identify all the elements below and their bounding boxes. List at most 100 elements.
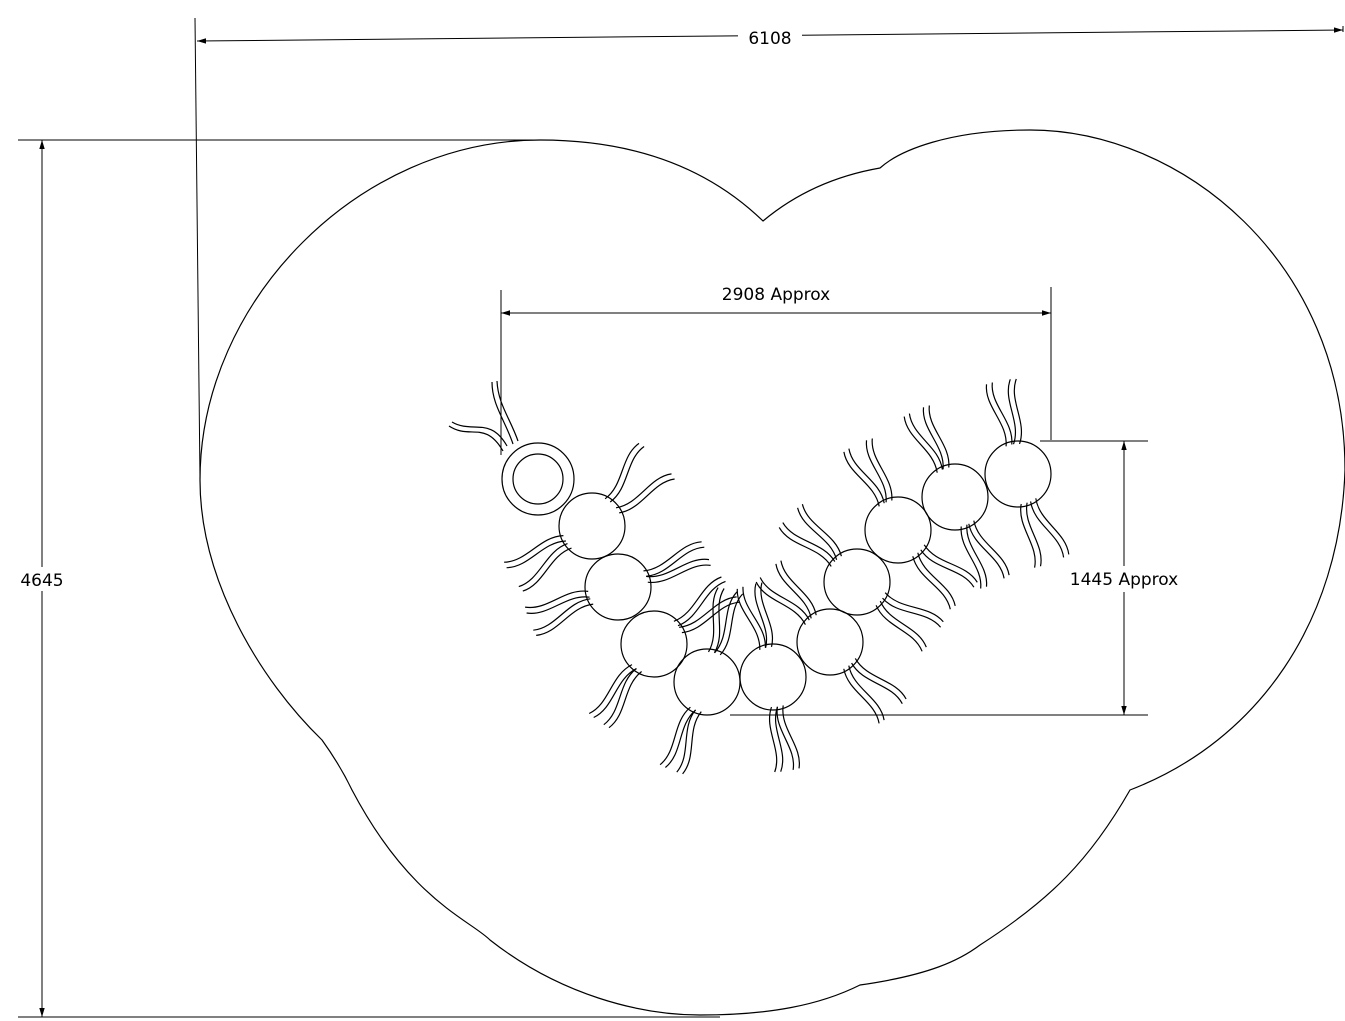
caterpillar-leg (882, 597, 942, 628)
caterpillar-leg (884, 592, 944, 623)
caterpillar-leg (801, 504, 842, 557)
caterpillar-play-feature (448, 378, 1070, 775)
caterpillar-leg (1030, 501, 1065, 558)
overall-height-label: 4645 (20, 571, 63, 591)
caterpillar-leg (875, 605, 923, 652)
body-segment (864, 496, 932, 564)
caterpillar-leg (615, 473, 672, 509)
caterpillar-leg (681, 601, 740, 634)
caterpillar-leg (603, 668, 637, 726)
caterpillar-leg (677, 580, 726, 627)
caterpillar-leg (659, 706, 691, 766)
caterpillar-leg (1013, 378, 1022, 445)
caterpillar-leg (1025, 502, 1042, 567)
surface-boundary-outline (199, 129, 1345, 1016)
caterpillar-leg (923, 544, 978, 583)
feature-height-label: 1445 Approx (1070, 570, 1178, 590)
caterpillar-leg (525, 590, 589, 609)
caterpillar-leg (522, 547, 572, 592)
caterpillar-leg (854, 658, 907, 700)
body-segment (984, 440, 1052, 508)
caterpillar-leg (526, 596, 590, 614)
caterpillar-leg (619, 478, 675, 514)
caterpillar-leg (714, 591, 738, 654)
caterpillar-leg (908, 413, 943, 470)
caterpillar-leg (775, 706, 784, 772)
caterpillar-leg (713, 588, 725, 654)
caterpillar-leg (506, 540, 566, 569)
dimension-feature-height: 1445 Approx (730, 440, 1186, 716)
caterpillar-leg (960, 526, 982, 589)
caterpillar-leg (754, 583, 768, 648)
caterpillar-leg (736, 588, 761, 650)
body-segment (796, 608, 864, 676)
caterpillar-leg (922, 407, 944, 470)
caterpillar-leg (917, 552, 956, 607)
caterpillar-leg (973, 520, 1010, 576)
head-outer-ring (501, 442, 575, 516)
caterpillar-leg (588, 664, 633, 715)
body-segment (823, 548, 891, 616)
caterpillar-leg (676, 709, 696, 773)
caterpillar-leg (643, 541, 702, 572)
width-extension-line (194, 17, 201, 481)
caterpillar-leg (985, 384, 1007, 447)
caterpillar-leg (780, 560, 817, 616)
caterpillar-leg (646, 558, 710, 578)
caterpillar-leg (848, 665, 885, 721)
caterpillar-leg (797, 507, 838, 560)
caterpillar-leg (518, 543, 568, 588)
dimension-feature-width: 2908 Approx (500, 285, 1052, 455)
caterpillar-leg (1020, 503, 1036, 568)
caterpillar-leg (991, 382, 1013, 445)
caterpillar-leg (769, 706, 778, 773)
caterpillar-leg (851, 662, 903, 704)
feature-width-label: 2908 Approx (722, 285, 830, 305)
caterpillar-leg (776, 706, 795, 770)
caterpillar-leg (912, 556, 951, 610)
caterpillar-leg (928, 405, 950, 468)
antenna-left (448, 425, 504, 452)
caterpillar-leg (920, 549, 975, 588)
antenna-top (491, 381, 514, 445)
caterpillar-leg (778, 527, 832, 567)
caterpillar-leg (608, 671, 642, 729)
antenna-top-inner (496, 380, 519, 442)
caterpillar-leg (782, 705, 800, 769)
dimension-overall-height: 4645 (16, 139, 720, 1018)
caterpillar-head (501, 442, 575, 516)
caterpillar-leg (782, 522, 836, 562)
caterpillar-leg (707, 587, 719, 653)
caterpillar-leg (604, 442, 640, 500)
caterpillar-leg (682, 711, 702, 775)
caterpillar-leg (593, 668, 637, 719)
caterpillar-leg (879, 600, 927, 648)
caterpillar-leg (1007, 379, 1016, 445)
dimension-overall-width: 6108 (194, 17, 1344, 481)
caterpillar-leg (646, 546, 705, 577)
caterpillar-leg (742, 586, 767, 648)
body-segment (558, 492, 626, 560)
caterpillar-leg (719, 593, 744, 656)
caterpillar-leg (1035, 498, 1070, 555)
caterpillar-leg (865, 440, 887, 503)
caterpillar-leg (536, 603, 594, 636)
body-segment (921, 463, 989, 531)
caterpillar-leg (755, 581, 806, 625)
body-segment (620, 610, 688, 678)
caterpillar-leg (679, 596, 737, 628)
body-segment (673, 648, 741, 716)
head-inner-ring (512, 453, 564, 505)
caterpillar-leg (533, 598, 591, 631)
caterpillar-leg (609, 446, 645, 503)
caterpillar-leg (504, 535, 564, 563)
caterpillar-leg (665, 709, 697, 768)
caterpillar-leg (903, 416, 938, 473)
antenna-left-inner (451, 421, 508, 447)
caterpillar-leg (673, 576, 722, 622)
caterpillar-leg (848, 448, 885, 504)
caterpillar-leg (871, 438, 893, 501)
body-segment (584, 553, 652, 621)
caterpillar-leg (759, 577, 810, 621)
caterpillar-legs (504, 378, 1070, 775)
